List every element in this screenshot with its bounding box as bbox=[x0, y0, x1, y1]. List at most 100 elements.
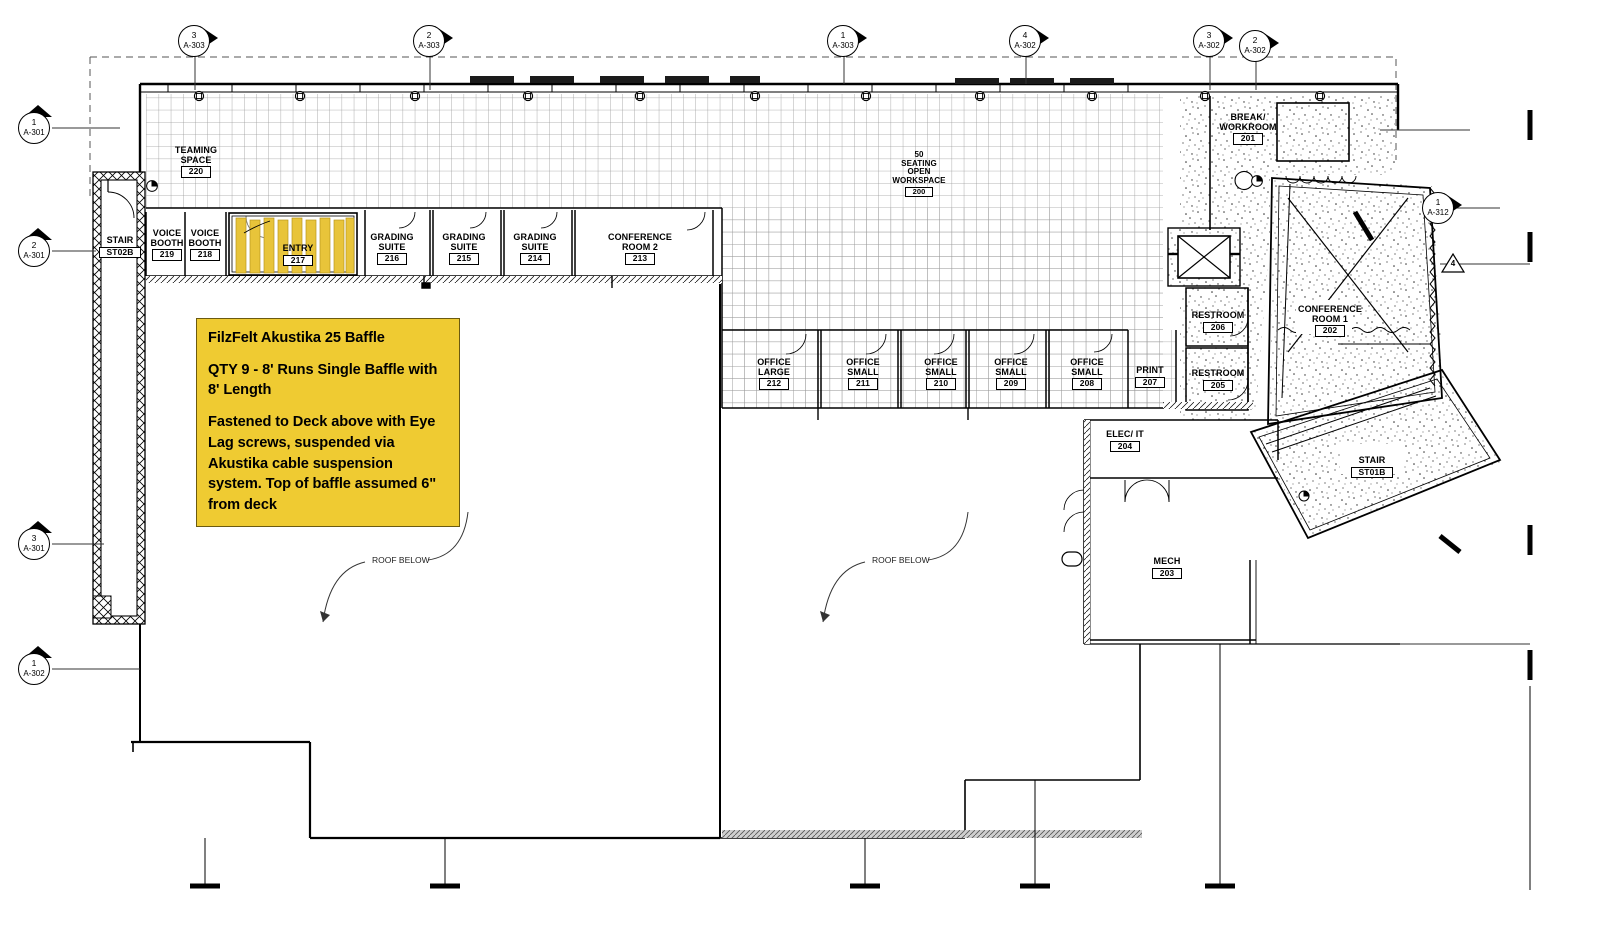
room-number: 210 bbox=[925, 378, 957, 390]
room-label-line: BOOTH bbox=[150, 237, 184, 248]
section-detail-number: 1 bbox=[840, 30, 846, 40]
room-number: 220 bbox=[180, 166, 212, 178]
roof-below-right: ROOF BELOW bbox=[872, 555, 930, 565]
section-detail-number: 2 bbox=[426, 30, 432, 40]
section-bubble-circle bbox=[18, 653, 50, 685]
room-label-line: SUITE bbox=[521, 241, 549, 252]
section-bubble-circle bbox=[178, 25, 210, 57]
note-title: FilzFelt Akustika 25 Baffle bbox=[208, 330, 385, 346]
section-bubble-circle bbox=[18, 235, 50, 267]
section-bubble-circle bbox=[827, 25, 859, 57]
office-partitions bbox=[721, 208, 1177, 409]
office-door-swings bbox=[785, 333, 1113, 355]
note-fix-5: baffle assumed 6" from deck bbox=[208, 476, 437, 514]
ceiling-devices bbox=[146, 175, 1310, 502]
room-label-line: CONFERENCE bbox=[1297, 304, 1362, 314]
room-label-line: OFFICE bbox=[757, 357, 791, 367]
section-bubble-circle bbox=[1239, 30, 1271, 62]
section-detail-number: 1 bbox=[31, 117, 37, 127]
section-sheet-number: A-312 bbox=[1427, 208, 1449, 217]
room-label-line: ELEC/ IT bbox=[1106, 429, 1144, 439]
room-label-line: WORKSPACE bbox=[892, 175, 946, 185]
room-label-line: SEATING bbox=[901, 158, 937, 168]
room-label-line: ENTRY bbox=[282, 243, 314, 253]
room-number: 201 bbox=[1232, 133, 1264, 145]
room-number: 203 bbox=[1151, 567, 1183, 579]
elevator-shaft bbox=[1167, 227, 1241, 287]
top-wall-mullions bbox=[167, 84, 1129, 92]
room-label-line: SMALL bbox=[847, 366, 879, 377]
exterior-tick-marks bbox=[190, 110, 1533, 890]
room-label-line: OFFICE bbox=[1070, 357, 1104, 367]
section-sheet-number: A-302 bbox=[1244, 46, 1266, 55]
note-fix-3: via Akustika cable bbox=[208, 434, 395, 472]
room-label-line: SMALL bbox=[1071, 366, 1103, 377]
section-sheet-number: A-302 bbox=[1014, 41, 1036, 50]
room-label-line: OFFICE bbox=[924, 357, 958, 367]
roof-units bbox=[470, 76, 1114, 84]
note-qty: QTY 9 - 8' Runs bbox=[208, 361, 314, 378]
room-number: 204 bbox=[1109, 440, 1141, 452]
restroom-door-swings bbox=[1227, 317, 1249, 401]
room-label-line: RESTROOM bbox=[1191, 310, 1245, 320]
marker-leaders bbox=[52, 42, 1530, 670]
restroom-walls bbox=[1185, 287, 1249, 411]
keynote-triangle[interactable]: 4 bbox=[1440, 252, 1466, 274]
matchline-boundary bbox=[89, 56, 1397, 200]
roof-below-left: ROOF BELOW bbox=[372, 555, 430, 565]
room-label-line: GRADING bbox=[442, 232, 486, 242]
note-fix-1: Fastened to Deck above with bbox=[208, 414, 406, 431]
room-label-line: BOOTH bbox=[188, 237, 222, 248]
section-sheet-number: A-302 bbox=[1198, 41, 1220, 50]
baffle-spec-note[interactable]: FilzFelt Akustika 25 Baffle QTY 9 - 8' R… bbox=[196, 318, 460, 527]
room-label-line: SUITE bbox=[378, 241, 406, 252]
room-number: 207 bbox=[1134, 376, 1166, 388]
room-number: 216 bbox=[376, 253, 408, 265]
section-detail-number: 3 bbox=[1206, 30, 1212, 40]
room-number: 217 bbox=[282, 254, 314, 266]
section-sheet-number: A-303 bbox=[183, 41, 205, 50]
room-label-line: BREAK/ bbox=[1230, 112, 1266, 122]
room-label-line: MECH bbox=[1153, 556, 1181, 566]
room-label-line: OFFICE bbox=[846, 357, 880, 367]
section-detail-number: 1 bbox=[1435, 197, 1441, 207]
room-number: 205 bbox=[1202, 379, 1234, 391]
room-label-line: ROOM 2 bbox=[621, 241, 659, 252]
room-label-line: GRADING bbox=[370, 232, 414, 242]
room-label-line: TEAMING bbox=[174, 145, 218, 155]
section-bubble-circle bbox=[1193, 25, 1225, 57]
section-sheet-number: A-303 bbox=[832, 41, 854, 50]
section-detail-number: 3 bbox=[191, 30, 197, 40]
section-sheet-number: A-301 bbox=[23, 544, 45, 553]
room-number: 213 bbox=[624, 253, 656, 265]
room-label-line: STAIR bbox=[1358, 455, 1386, 465]
